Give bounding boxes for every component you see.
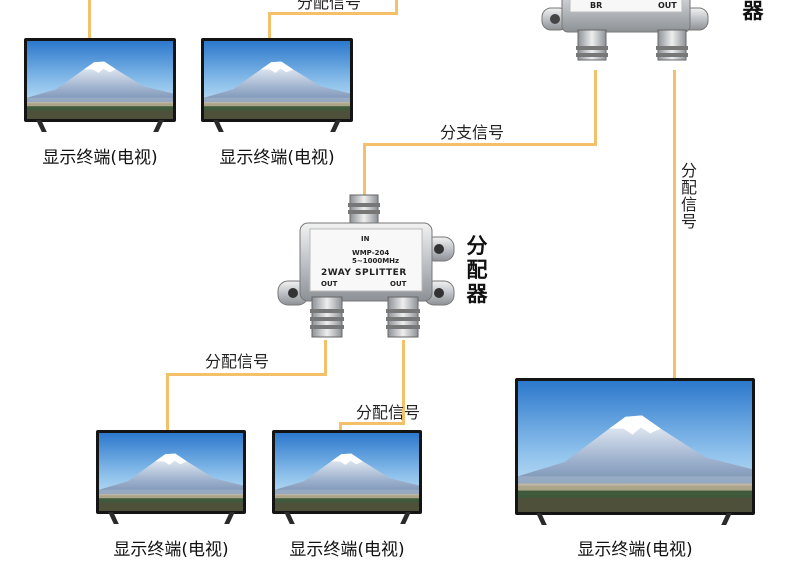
tv-top-left	[24, 38, 176, 133]
wire-split-left-vertical	[324, 340, 327, 375]
label-top-partial: 分配信号	[297, 0, 361, 13]
tv-caption: 显示终端(电视)	[96, 535, 246, 560]
tv-screen-image	[99, 433, 243, 511]
wire-branch-vertical-down	[363, 143, 366, 199]
tv-caption: 显示终端(电视)	[272, 535, 422, 560]
wire-top-mid	[268, 12, 271, 38]
tv-screen-image	[518, 381, 752, 512]
tv-bottom-right-large	[515, 378, 755, 533]
splitter-model: WMP-204	[352, 249, 389, 257]
tv-bottom-left	[96, 430, 246, 525]
splitter-name: 2WAY SPLITTER	[321, 268, 407, 278]
tv-caption: 显示终端(电视)	[515, 535, 755, 560]
tap-port-br-label: BR	[590, 1, 602, 10]
wire-branch-horizontal	[363, 143, 597, 146]
tv-frame	[515, 378, 755, 515]
label-branch-signal: 分支信号	[440, 119, 504, 143]
wire-branch-vertical-top	[594, 70, 597, 146]
tap-title-partial: 器	[741, 0, 765, 23]
tv-screen-image	[204, 41, 350, 119]
tv-screen-image	[275, 433, 419, 511]
splitter-title-char: 配	[465, 258, 489, 282]
tv-caption: 显示终端(电视)	[201, 143, 353, 168]
wire-top-right-stub	[395, 0, 398, 15]
splitter-out-left-label: OUT	[321, 280, 337, 288]
splitter-device: IN WMP-204 5~1000MHz 2WAY SPLITTER OUT O…	[276, 193, 456, 343]
tv-frame	[272, 430, 422, 514]
splitter-title-char: 器	[465, 282, 489, 306]
tv-frame	[24, 38, 176, 122]
tv-top-middle	[201, 38, 353, 133]
tv-bottom-middle	[272, 430, 422, 525]
splitter-in-label: IN	[361, 235, 369, 243]
tap-device: BR OUT	[540, 0, 710, 75]
wire-split-left-horizontal	[166, 373, 327, 376]
label-right-lower: 分配信号	[356, 399, 420, 423]
tv-caption: 显示终端(电视)	[24, 143, 176, 168]
wire-right-vertical	[673, 70, 676, 382]
label-left-lower: 分配信号	[205, 348, 269, 372]
wire-top-left	[88, 0, 91, 38]
tap-port-out-label: OUT	[658, 1, 677, 10]
splitter-title-char: 分	[465, 234, 489, 258]
tv-frame	[201, 38, 353, 122]
splitter-out-right-label: OUT	[390, 280, 406, 288]
splitter-frequency: 5~1000MHz	[352, 257, 399, 265]
label-right-vertical: 分配信号	[679, 162, 697, 230]
tv-frame	[96, 430, 246, 514]
wire-split-left-down	[166, 373, 169, 432]
tv-screen-image	[27, 41, 173, 119]
